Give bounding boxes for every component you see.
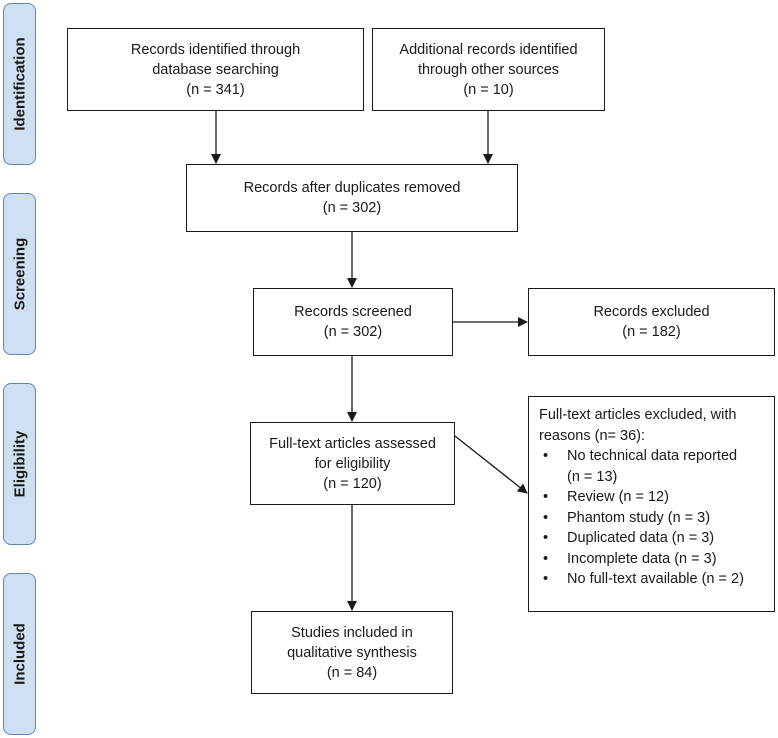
box-records-excluded: Records excluded (n = 182) <box>528 288 775 356</box>
bullet: • <box>543 509 549 526</box>
list-item: • Review (n = 12) <box>539 487 764 508</box>
exclusion-heading: reasons (n= 36): <box>539 427 645 444</box>
box-records-screened: Records screened (n = 302) <box>253 288 453 356</box>
list-item: • Phantom study (n = 3) <box>539 508 764 529</box>
exclusion-heading: Full-text articles excluded, with <box>539 407 737 423</box>
box-studies-included: Studies included in qualitative synthesi… <box>251 611 453 694</box>
box-fulltext-assessed: Full-text articles assessed for eligibil… <box>250 422 455 505</box>
exclusion-reasons-list: • No technical data reported (n = 13) • … <box>539 446 764 590</box>
arrow-fulltext-to-exclusions <box>454 435 528 494</box>
stage-eligibility: Eligibility <box>3 383 36 545</box>
list-item: • Incomplete data (n = 3) <box>539 549 764 570</box>
list-item: • No technical data reported (n = 13) <box>543 448 738 485</box>
stage-included: Included <box>3 573 36 735</box>
list-item: • No full-text available (n = 2) <box>539 569 764 590</box>
list-item: • Duplicated data (n = 3) <box>539 528 764 549</box>
box-database-search: Records identified through database sear… <box>67 28 364 111</box>
box-other-sources: Additional records identified through ot… <box>372 28 605 111</box>
bullet: • <box>543 530 549 546</box>
bullet: • <box>543 550 549 567</box>
stage-screening: Screening <box>3 193 36 355</box>
box-after-duplicates: Records after duplicates removed (n = 30… <box>186 164 518 232</box>
bullet: • <box>543 489 549 505</box>
box-fulltext-excluded: Full-text articles excluded, with reason… <box>528 396 775 612</box>
stage-identification: Identification <box>3 3 36 165</box>
bullet: • <box>543 448 549 464</box>
bullet: • <box>543 571 549 587</box>
